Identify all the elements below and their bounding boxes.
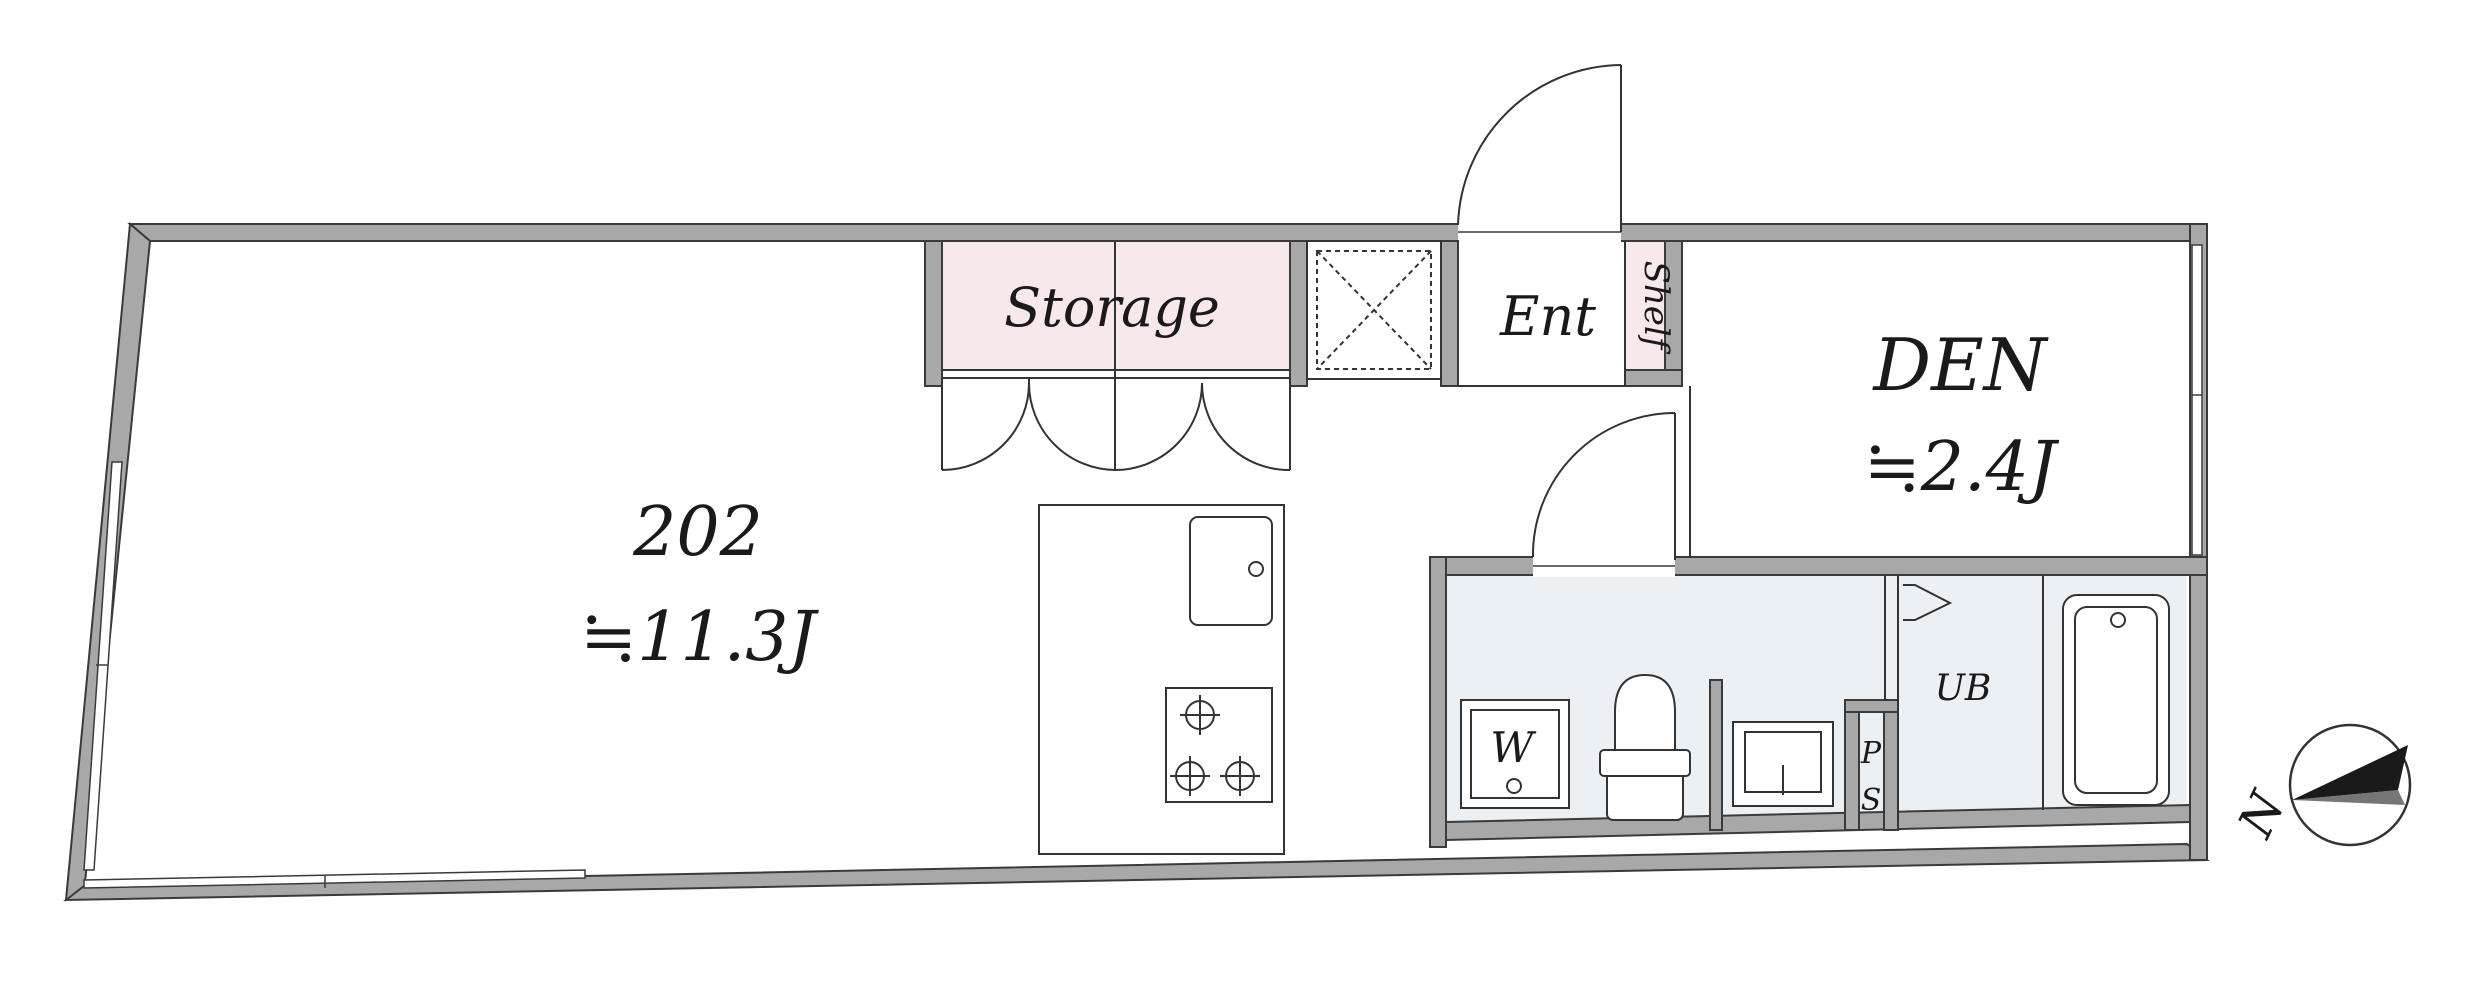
cooktop	[1165, 687, 1273, 803]
burners	[1170, 695, 1260, 796]
main-room-area: ≒11.3J	[580, 598, 819, 677]
compass-north-label: N	[2227, 782, 2297, 847]
main-room-number: 202	[632, 493, 763, 572]
windows	[83, 244, 2203, 889]
entrance-label: Ent	[1499, 285, 1596, 348]
window-mullions	[96, 394, 2202, 888]
sink	[1189, 516, 1273, 626]
washer-pan	[1460, 699, 1570, 809]
compass-needle-icon	[2292, 745, 2408, 800]
outer-walls	[63, 221, 2210, 902]
den-room-name: DEN	[1871, 323, 2049, 407]
kitchen-counter	[1038, 504, 1285, 855]
storage-label: Storage	[1004, 276, 1220, 339]
washbasin	[1732, 721, 1834, 807]
shelf-fill	[1625, 241, 1665, 370]
bathtub	[2062, 594, 2170, 806]
unit-bath-label: UB	[1935, 668, 1992, 709]
shelf-label: Shelf	[1636, 261, 1676, 355]
washer-label: W	[1490, 723, 1537, 772]
pipe-space-label-s: S	[1861, 783, 1882, 818]
compass: N	[2227, 723, 2412, 847]
pipe-space-label-p: P	[1860, 736, 1882, 771]
den-room-area: ≒2.4J	[1864, 428, 2060, 507]
doors	[941, 64, 1953, 621]
toilet	[1599, 673, 1691, 821]
